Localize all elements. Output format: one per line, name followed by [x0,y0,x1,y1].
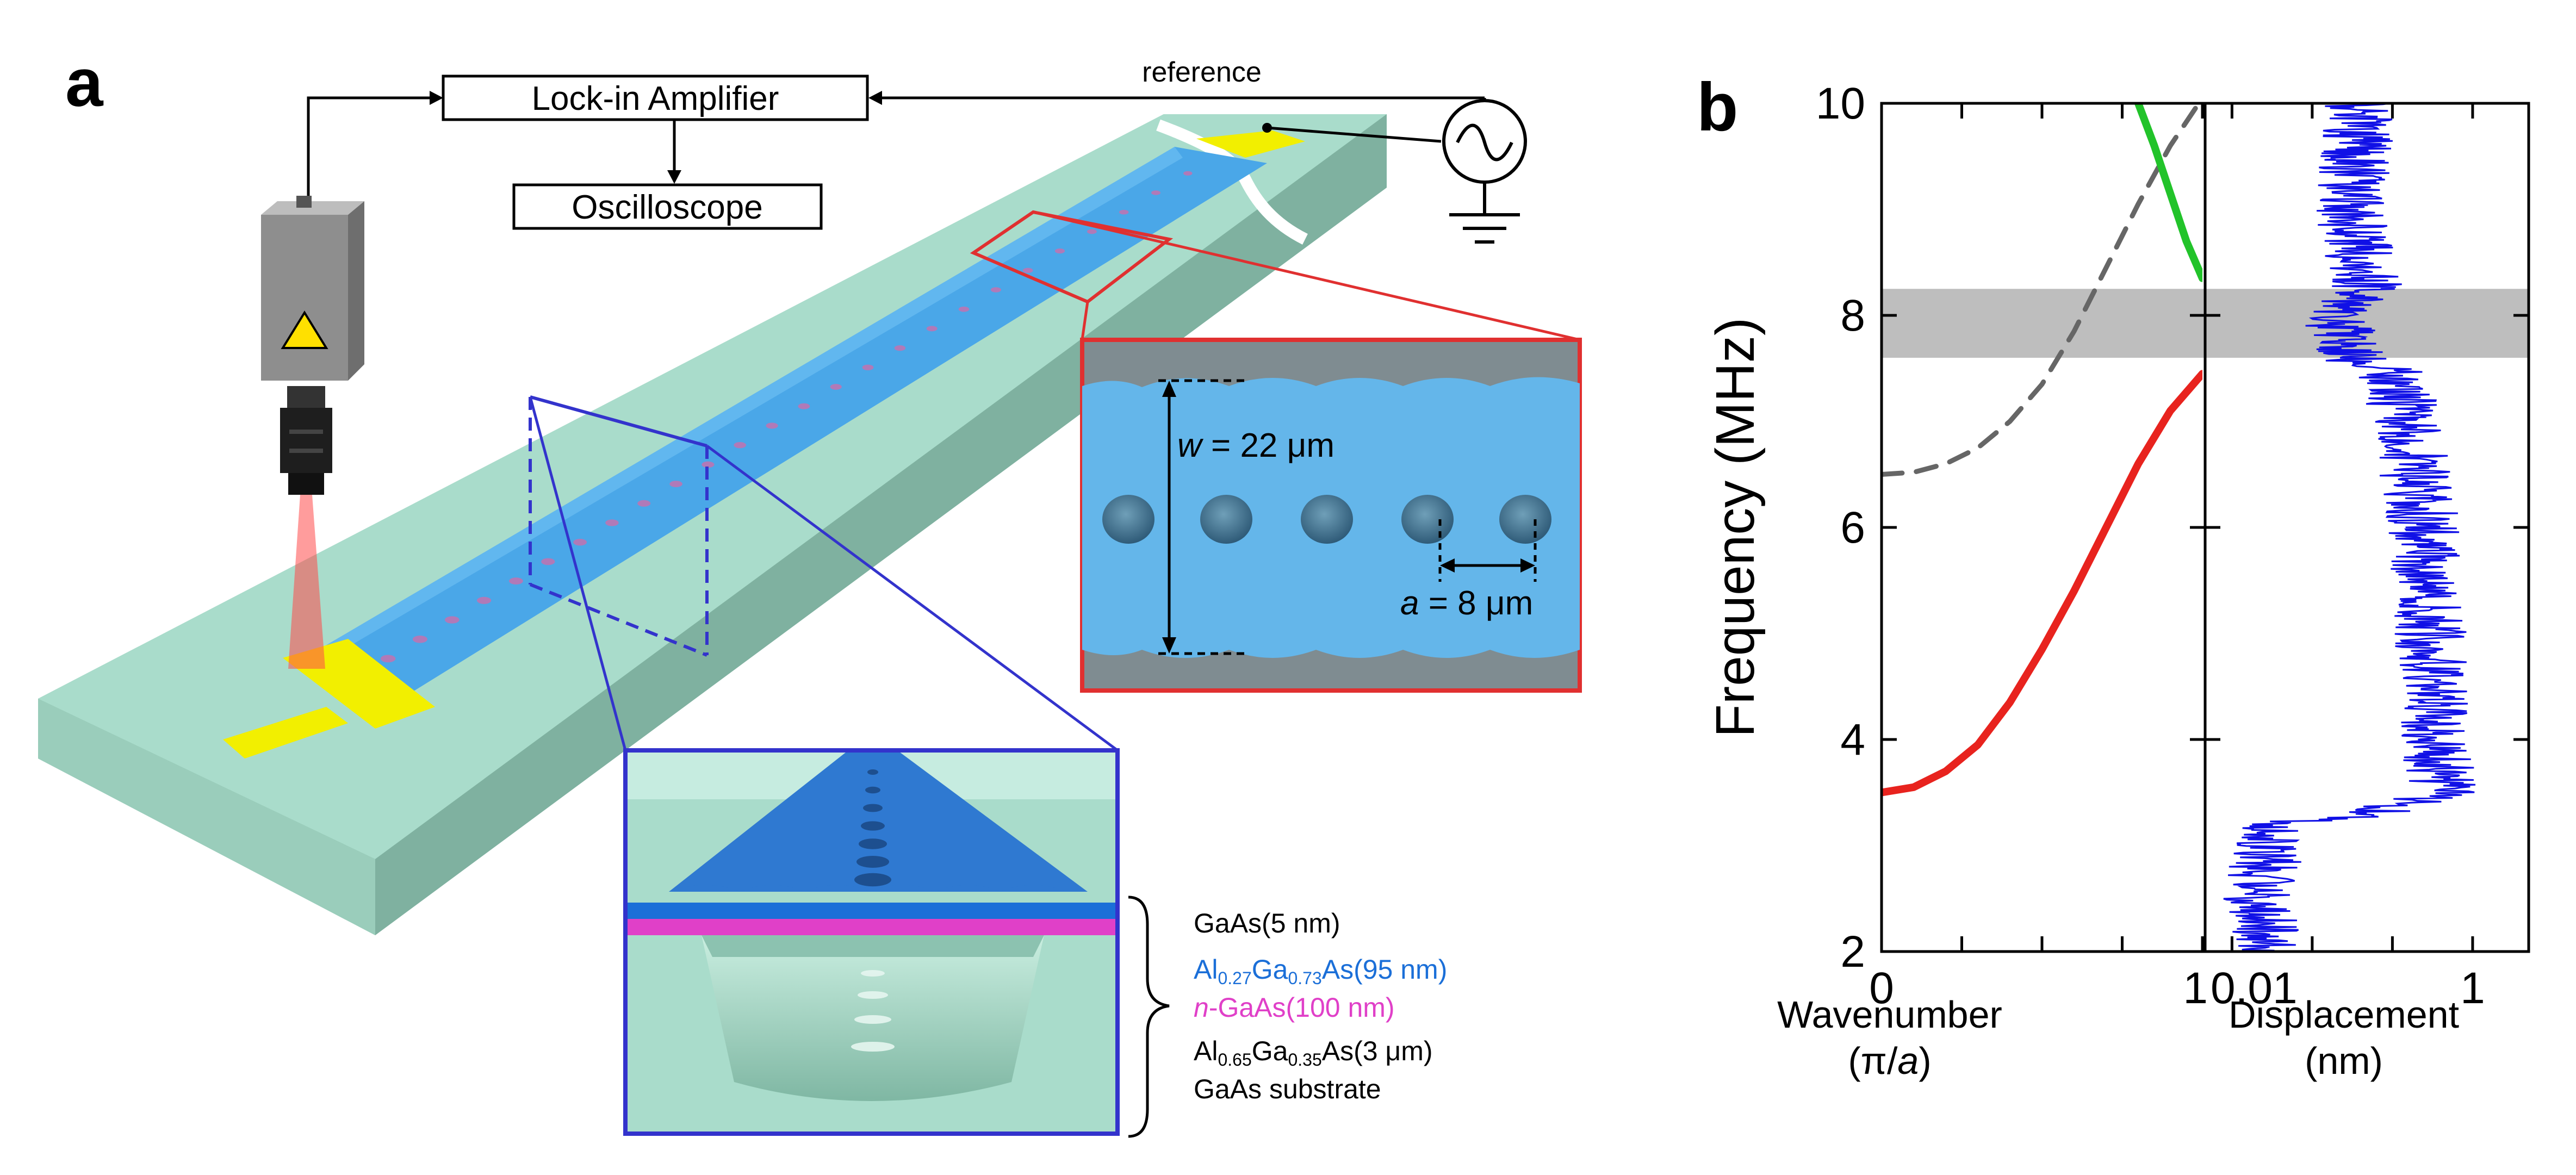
layer-substrate: GaAs substrate [1194,1074,1381,1104]
oscilloscope-label: Oscilloscope [572,189,762,226]
beam-hole [702,461,715,468]
sem-hole [1401,495,1454,544]
beam-hole [637,500,651,507]
beam-hole [1022,268,1033,273]
zoom-hole [863,804,883,812]
beam-hole [380,655,396,663]
beam-hole [1119,209,1129,215]
laser-beam [288,495,325,669]
layer-stack-labels: GaAs(5 nm) Al0.27Ga0.73As(95 nm) n-GaAs(… [1194,908,1447,1104]
laser-warning-icon [281,310,328,349]
panel-a-label: a [65,45,104,121]
zoom-leader-line-left [529,396,627,751]
layer-algaas-barrier: Al0.27Ga0.73As(95 nm) [1194,954,1447,988]
y-axis-title: Frequency (MHz) [1705,318,1766,737]
y-tick-label: 4 [1840,715,1865,764]
dispersion-curve-3 [2134,103,2202,282]
beam-hole [1087,229,1097,234]
right-x-title-line2: (nm) [2305,1040,2383,1082]
zoom-hole [859,838,887,849]
y-tick-label: 8 [1840,291,1865,340]
panel-a: a [38,45,1582,1138]
beam-hole [605,519,619,526]
ground-icon [1449,182,1520,244]
beam-hole [669,481,682,487]
cross-section-inset [623,748,1120,1136]
sem-inset: w = 22 μm a = 8 μm [1080,338,1582,693]
y-tick-label: 10 [1816,79,1865,128]
zoom-hole [861,821,885,831]
beam-hole [541,558,555,565]
dispersion-curve-2 [1882,103,2202,477]
reference-label: reference [1142,57,1262,88]
beam-hole [830,384,842,390]
zoom-hole [865,786,880,794]
right-x-title-line1: Displacement [2229,993,2459,1036]
beam-hole [1151,190,1160,195]
electronics: Lock-in Amplifier Oscilloscope reference [307,57,1527,244]
nanomechanical-beam [305,147,1267,701]
beam-hole [1054,248,1065,254]
sem-region-marker [970,210,1174,304]
beam-hole [1183,171,1193,176]
left-x-title-line1: Wavenumber [1777,993,2002,1036]
beam-hole [798,403,810,409]
sem-hole [1102,495,1154,544]
beam-hole [990,287,1001,293]
right-x-tick-label: 1 [2460,963,2485,1013]
beam-hole [412,635,427,643]
beam-hole [862,364,874,371]
beam-hole [509,577,523,585]
sem-leader-line-bottom [1081,301,1089,340]
layer-algaas-sacrificial: Al0.65Ga0.35As(3 μm) [1194,1036,1433,1070]
layer-gaas-cap: GaAs(5 nm) [1194,908,1340,938]
oscilloscope-box [512,183,823,230]
zoom-hole [867,769,878,775]
zoom-leader-line-right [706,444,1119,752]
left-x-title-line2: (π/a) [1848,1040,1931,1082]
sem-leader-line-top [1033,210,1580,341]
beam-hole [573,538,587,546]
sem-hole [1301,495,1353,544]
right-x-tick-label: 0.01 [2211,963,2298,1013]
beam-hole [766,422,778,429]
lockin-label: Lock-in Amplifier [532,80,779,117]
beam-hole [444,616,460,624]
y-tick-label: 2 [1840,927,1865,977]
zoom-hole [856,856,889,868]
zoom-region-marker [529,395,709,657]
period-annotation: a = 8 μm [1400,585,1533,622]
ac-source-icon [1442,99,1527,184]
y-tick-label: 6 [1840,503,1865,552]
break-line [1156,119,1308,245]
right-electrode [1196,130,1305,158]
layer-n-gaas: n-GaAs(100 nm) [1194,992,1395,1023]
panel-b-label: b [1697,70,1738,145]
laser-vibrometer [261,196,364,495]
sem-hole [1200,495,1252,544]
beam-hole [926,326,938,332]
dispersion-curve-1 [1882,370,2202,797]
left-x-tick-label-end: 1 [2183,963,2208,1013]
beam-hole [894,345,906,351]
beam-hole [477,596,492,604]
beam-hole [734,442,747,449]
layer-brace [1128,896,1170,1138]
zoom-hole [854,873,891,887]
width-annotation: w = 22 μm [1177,427,1334,464]
beam-hole [958,306,970,312]
left-x-tick-label: 0 [1869,963,1894,1013]
displacement-trace [2223,103,2476,952]
sem-hole [1499,495,1551,544]
